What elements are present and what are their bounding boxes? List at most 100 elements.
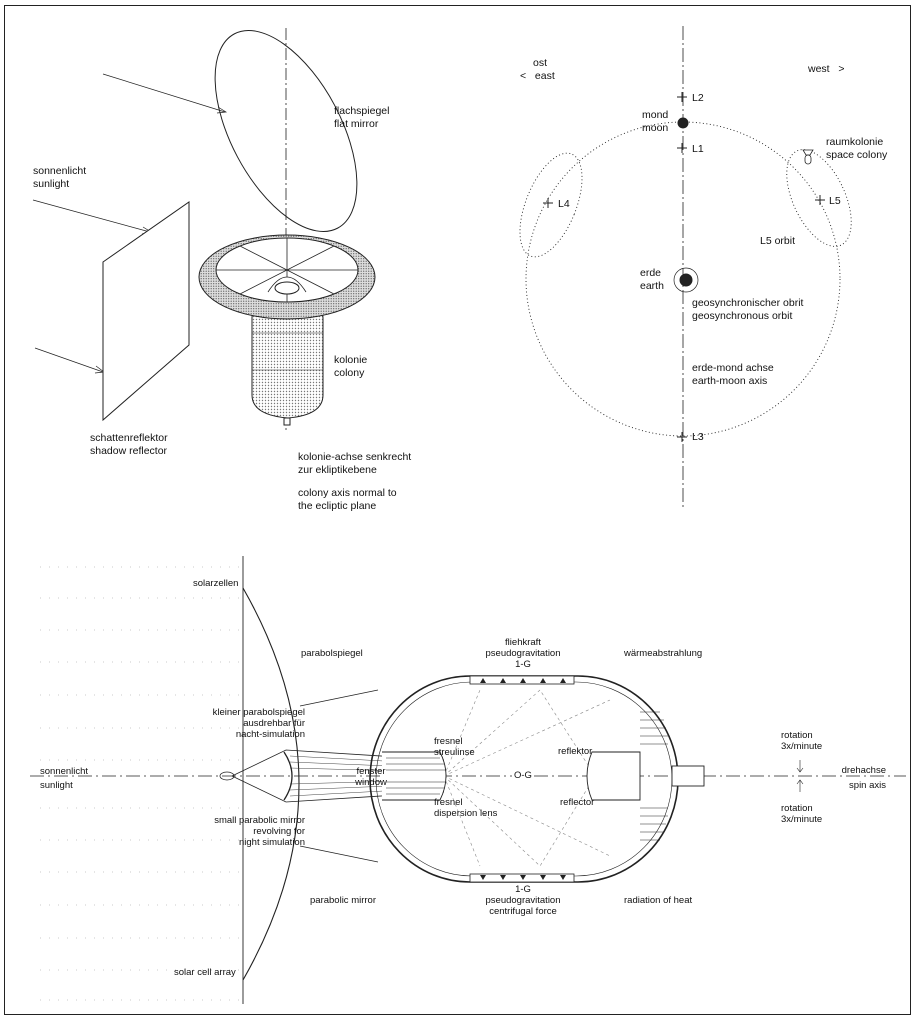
east-label: ost < east bbox=[520, 57, 555, 82]
flat-mirror-en: flat mirror bbox=[334, 117, 379, 130]
orbit-diagram bbox=[519, 26, 852, 508]
small-mirror-de-line3: nacht-simulation bbox=[235, 729, 305, 740]
space-colony-label: raumkolonie space colony bbox=[826, 136, 887, 161]
small-mirror-de-line2: ausdrehbar für bbox=[243, 718, 305, 729]
fresnel-de-line1: fresnel bbox=[434, 736, 463, 747]
flat-mirror bbox=[214, 30, 358, 232]
earth-label: erde earth bbox=[640, 267, 664, 292]
l3-label: L3 bbox=[692, 431, 704, 443]
sunlight-label-top: sonnenlicht sunlight bbox=[33, 165, 86, 190]
moon-body bbox=[677, 117, 689, 129]
solar-cells-label: solarzellen bbox=[193, 578, 239, 589]
heat-radiation-en-label: radiation of heat bbox=[624, 895, 693, 906]
sunlight-field bbox=[40, 566, 240, 1001]
spin-axis-en: spin axis bbox=[849, 780, 886, 791]
l4-orbit bbox=[519, 152, 583, 258]
space-colony-en: space colony bbox=[826, 148, 888, 161]
fresnel-de-line2: streulinse bbox=[434, 747, 475, 758]
west-text: west bbox=[808, 63, 830, 75]
moon-label: mond moon bbox=[642, 109, 668, 134]
earth-moon-axis-label: erde-mond achse earth-moon axis bbox=[692, 362, 774, 387]
l5-label: L5 bbox=[829, 195, 841, 207]
heat-radiation-de-label: wärmeabstrahlung bbox=[624, 648, 703, 659]
small-mirror-de-label: kleiner parabolspiegel ausdrehbar für na… bbox=[195, 707, 305, 740]
rotation-bottom-label: rotation 3x/minute bbox=[781, 803, 822, 825]
small-mirror-en-line3: night simulation bbox=[238, 837, 305, 848]
geo-orbit-label: geosynchronischer obrit geosynchronous o… bbox=[692, 297, 803, 322]
zero-g-label: O-G bbox=[512, 770, 534, 781]
reflector bbox=[586, 751, 641, 801]
rotation-bottom-line2: 3x/minute bbox=[781, 814, 823, 825]
earth-en: earth bbox=[640, 279, 664, 292]
east-en: east bbox=[534, 69, 555, 82]
geo-orbit-de: geosynchronischer obrit bbox=[692, 297, 804, 309]
moon-orbit bbox=[525, 121, 841, 437]
gravity-bottom-line2: pseudogravitation bbox=[485, 895, 561, 906]
l1-label: L1 bbox=[692, 143, 704, 155]
sunlight-bottom-en: sunlight bbox=[40, 780, 73, 791]
fresnel-en-line2: dispersion lens bbox=[434, 808, 498, 819]
parabolic-mirror-de-label: parabolspiegel bbox=[301, 648, 363, 659]
sunlight-en: sunlight bbox=[33, 177, 70, 190]
shadow-reflector-de: schattenreflektor bbox=[90, 432, 168, 444]
gravity-top-line3: 1-G bbox=[515, 659, 531, 670]
colony-mirror-diagram bbox=[32, 28, 376, 430]
earth-moon-axis-en: earth-moon axis bbox=[692, 374, 768, 387]
gravity-top-line1: fliehkraft bbox=[505, 637, 541, 648]
east-arrow-glyph: < bbox=[520, 69, 527, 82]
east-de: ost bbox=[533, 57, 548, 69]
sunlight-label-bottom: sonnenlicht sunlight bbox=[40, 766, 88, 791]
small-mirror-en-line1: small parabolic mirror bbox=[214, 815, 305, 826]
gravity-bottom-line1: 1-G bbox=[515, 884, 531, 895]
colony-cross-section bbox=[30, 556, 906, 1004]
earth-moon-axis-de: erde-mond achse bbox=[692, 362, 774, 374]
solar-cell-array-label: solar cell array bbox=[174, 967, 236, 978]
l2-label: L2 bbox=[692, 92, 704, 104]
reflector-de-label: reflektor bbox=[558, 746, 593, 757]
colony-axis-en-label: colony axis normal to the ecliptic plane bbox=[298, 487, 397, 512]
fresnel-de-label: fresnel streulinse bbox=[434, 736, 475, 758]
sunlight-de: sonnenlicht bbox=[33, 165, 87, 177]
shadow-reflector-label: schattenreflektor shadow reflector bbox=[90, 432, 168, 457]
colony-axis-en-line1: colony axis normal to bbox=[298, 487, 397, 499]
flat-mirror-de: flachspiegel bbox=[334, 105, 390, 117]
rotation-top-line2: 3x/minute bbox=[781, 741, 823, 752]
colony-axis-de-line2: zur ekliptikebene bbox=[298, 463, 377, 476]
sunlight-ray-2 bbox=[32, 199, 151, 233]
space-colony-glyph bbox=[802, 149, 814, 156]
colony-label: kolonie colony bbox=[334, 354, 367, 379]
small-mirror-en-line2: revolving for bbox=[253, 826, 305, 837]
sunlight-ray-1 bbox=[102, 73, 226, 113]
parabolic-mirror-en-label: parabolic mirror bbox=[310, 895, 376, 906]
figure-frame bbox=[4, 5, 911, 1015]
small-mirror-de-line1: kleiner parabolspiegel bbox=[212, 707, 305, 718]
rotation-bottom-line1: rotation bbox=[781, 803, 813, 814]
sunlight-bottom-de: sonnenlicht bbox=[40, 766, 89, 777]
shadow-reflector-en: shadow reflector bbox=[90, 444, 168, 457]
rotation-top-line1: rotation bbox=[781, 730, 813, 741]
colony-de: kolonie bbox=[334, 354, 368, 366]
spin-hub bbox=[671, 765, 705, 787]
colony-en: colony bbox=[334, 366, 365, 379]
sunlight-ray-3 bbox=[34, 347, 104, 373]
gravity-bottom-label: 1-G pseudogravitation centrifugal force bbox=[468, 884, 578, 917]
reflector-en-label: reflector bbox=[560, 797, 595, 808]
l5-orbit-label: L5 orbit bbox=[760, 235, 796, 247]
moon-en: moon bbox=[642, 121, 669, 134]
earth-body bbox=[679, 273, 693, 287]
spin-axis-de: drehachse bbox=[841, 765, 886, 776]
fresnel-en-label: fresnel dispersion lens bbox=[434, 797, 497, 819]
flat-mirror-label: flachspiegel flat mirror bbox=[334, 105, 389, 130]
spin-axis-label: drehachse spin axis bbox=[820, 765, 886, 791]
window-en: window bbox=[355, 777, 387, 788]
earth-de: erde bbox=[640, 267, 662, 279]
small-mirror-en-label: small parabolic mirror revolving for nig… bbox=[195, 815, 305, 848]
window-label: fenster window bbox=[346, 766, 396, 788]
space-colony-de: raumkolonie bbox=[826, 136, 884, 148]
shadow-reflector bbox=[102, 201, 190, 422]
small-parabolic-mirror bbox=[283, 751, 293, 801]
colony-axis-en-line2: the ecliptic plane bbox=[298, 499, 377, 512]
colony-axis-de-line1: kolonie-achse senkrecht bbox=[298, 451, 412, 463]
moon-de: mond bbox=[642, 109, 669, 121]
